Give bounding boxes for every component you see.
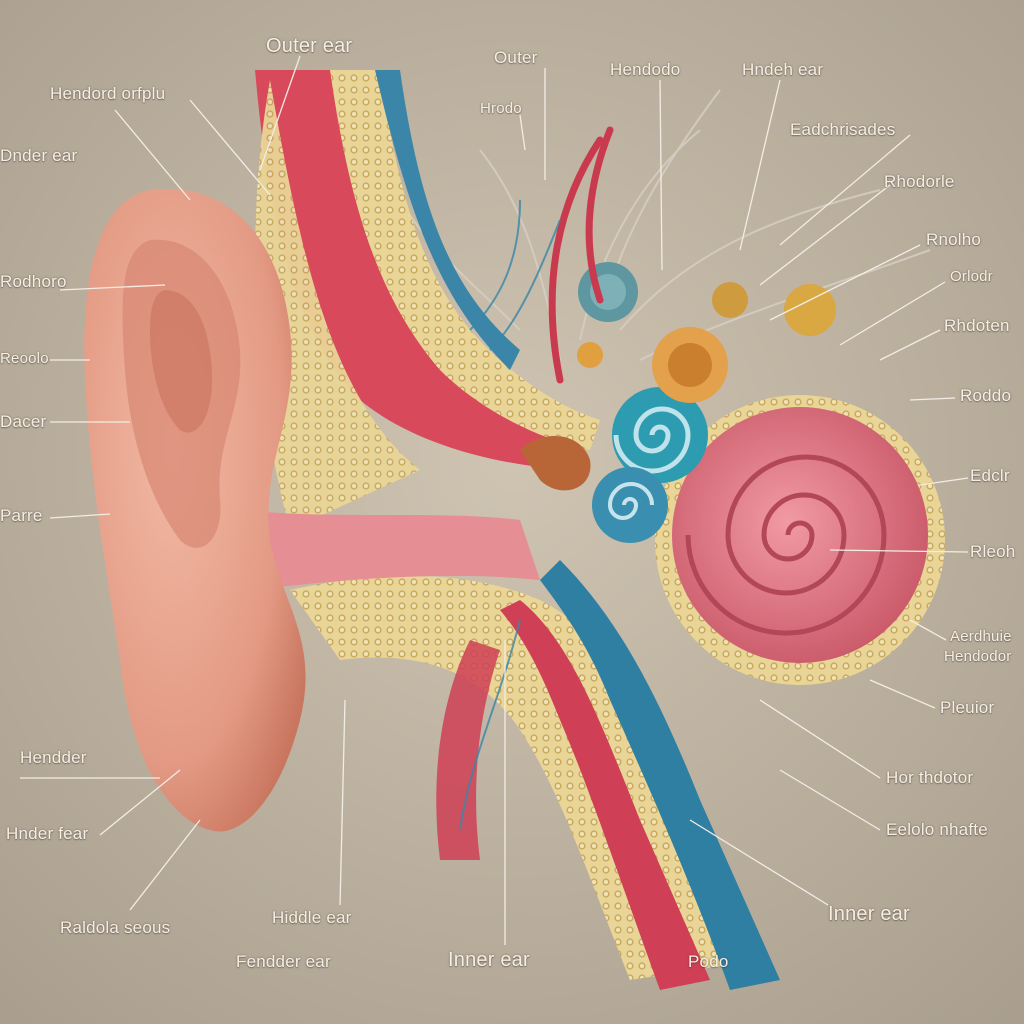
- label-parre: Parre: [0, 506, 43, 525]
- label-fendder-ear: Fendder ear: [236, 952, 331, 971]
- label-aerdhuie: Aerdhuie: [950, 628, 1012, 645]
- label-reoolo: Reoolo: [0, 350, 49, 367]
- label-hendder: Hendder: [20, 748, 87, 767]
- label-orlodr: Orlodr: [950, 268, 993, 285]
- label-eadchrisades: Eadchrisades: [790, 120, 896, 139]
- leader-lines: [20, 55, 969, 945]
- label-hrodo: Hrodo: [480, 100, 522, 117]
- label-eelolo-nhafte: Eelolo nhafte: [886, 820, 988, 839]
- label-hendord-orfplu: Hendord orfplu: [50, 84, 166, 103]
- label-rodhoro: Rodhoro: [0, 272, 67, 291]
- label-dacer: Dacer: [0, 412, 47, 431]
- label-hnder-fear: Hnder fear: [6, 824, 89, 843]
- label-pleuior: Pleuior: [940, 698, 995, 717]
- label-edclr: Edclr: [970, 466, 1010, 485]
- ear-canal: [240, 510, 540, 590]
- label-roddo: Roddo: [960, 386, 1012, 405]
- cochlea: [655, 395, 945, 685]
- label-outer: Outer: [494, 48, 538, 67]
- label-inner-ear-bottom: Inner ear: [448, 949, 530, 971]
- label-dnder-ear: Dnder ear: [0, 146, 78, 165]
- label-inner-ear-right: Inner ear: [828, 903, 910, 925]
- outer-ear-pinna: [84, 188, 306, 832]
- ossicles: [520, 282, 836, 491]
- label-hor-thdotor: Hor thdotor: [886, 768, 974, 787]
- upper-canal-wall: [255, 70, 600, 530]
- label-rleoh: Rleoh: [970, 542, 1016, 561]
- semicircular-canals: [578, 262, 708, 543]
- label-hendodor: Hendodor: [944, 648, 1012, 665]
- label-hendodo: Hendodo: [610, 60, 681, 79]
- label-rhdoten: Rhdoten: [944, 316, 1010, 335]
- blood-vessels: [548, 126, 614, 384]
- label-podo: Podo: [688, 952, 729, 971]
- label-outer-ear-top: Outer ear: [266, 35, 353, 57]
- label-rnolho: Rnolho: [926, 230, 982, 249]
- lower-canal-wall: [290, 560, 780, 990]
- label-hndeh-ear: Hndeh ear: [742, 60, 824, 79]
- small-vessels: [459, 199, 561, 831]
- label-rhodorle: Rhodorle: [884, 172, 955, 191]
- label-hiddle-ear: Hiddle ear: [272, 908, 352, 927]
- label-raldola-seous: Raldola seous: [60, 918, 171, 937]
